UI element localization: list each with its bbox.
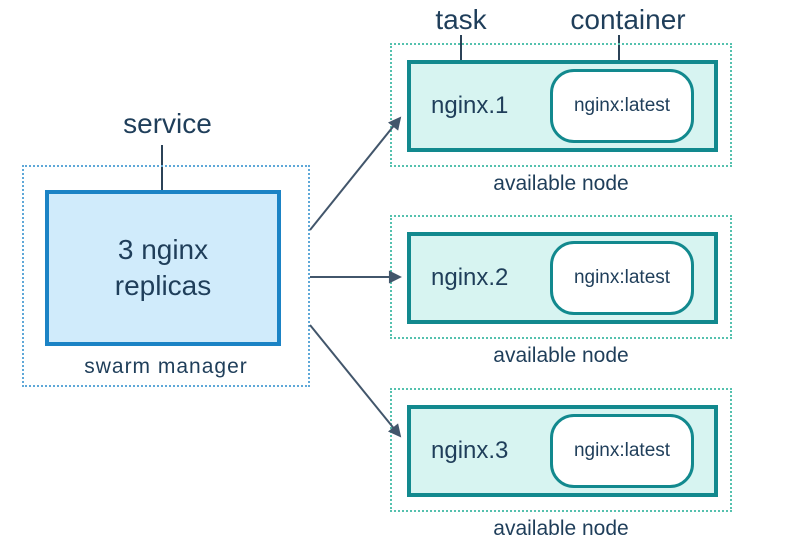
swarm-manager-caption: swarm manager xyxy=(84,355,248,378)
service-replicas-line1: 3 nginx xyxy=(117,233,209,265)
node-2-container-name: nginx:latest xyxy=(573,267,671,288)
label-container: container xyxy=(570,4,686,35)
task-pointer-line xyxy=(460,35,462,81)
node-3-group: nginx.3 nginx:latest available node xyxy=(390,388,732,540)
node-1-container-pill: nginx:latest xyxy=(550,69,694,143)
arrow-to-node-1 xyxy=(309,116,402,231)
node-1-container-name: nginx:latest xyxy=(573,95,671,116)
node-3-container-name: nginx:latest xyxy=(573,440,671,461)
service-replicas-box: 3 nginx replicas xyxy=(45,190,281,346)
node-1-task-box: nginx.1 nginx:latest xyxy=(407,60,718,152)
node-3-caption: available node xyxy=(493,517,629,540)
arrow-to-node-3 xyxy=(309,324,402,438)
label-service: service xyxy=(123,108,212,139)
node-2-container-pill: nginx:latest xyxy=(550,241,694,315)
node-2-task-name: nginx.2 xyxy=(431,264,509,291)
service-replicas-line2: replicas xyxy=(114,270,212,301)
node-1-caption: available node xyxy=(493,172,629,195)
node-3-task-box: nginx.3 nginx:latest xyxy=(407,405,718,497)
service-pointer-line xyxy=(161,145,163,230)
label-task: task xyxy=(435,4,487,35)
swarm-manager-group: 3 nginx replicas swarm manager xyxy=(22,165,310,387)
node-2-caption: available node xyxy=(493,344,629,367)
node-2-group: nginx.2 nginx:latest available node xyxy=(390,215,732,367)
node-2-task-box: nginx.2 nginx:latest xyxy=(407,232,718,324)
node-3-task-name: nginx.3 xyxy=(431,437,509,464)
node-3-container-pill: nginx:latest xyxy=(550,414,694,488)
node-1-task-name: nginx.1 xyxy=(431,92,509,119)
node-1-group: nginx.1 nginx:latest available node xyxy=(390,43,732,195)
